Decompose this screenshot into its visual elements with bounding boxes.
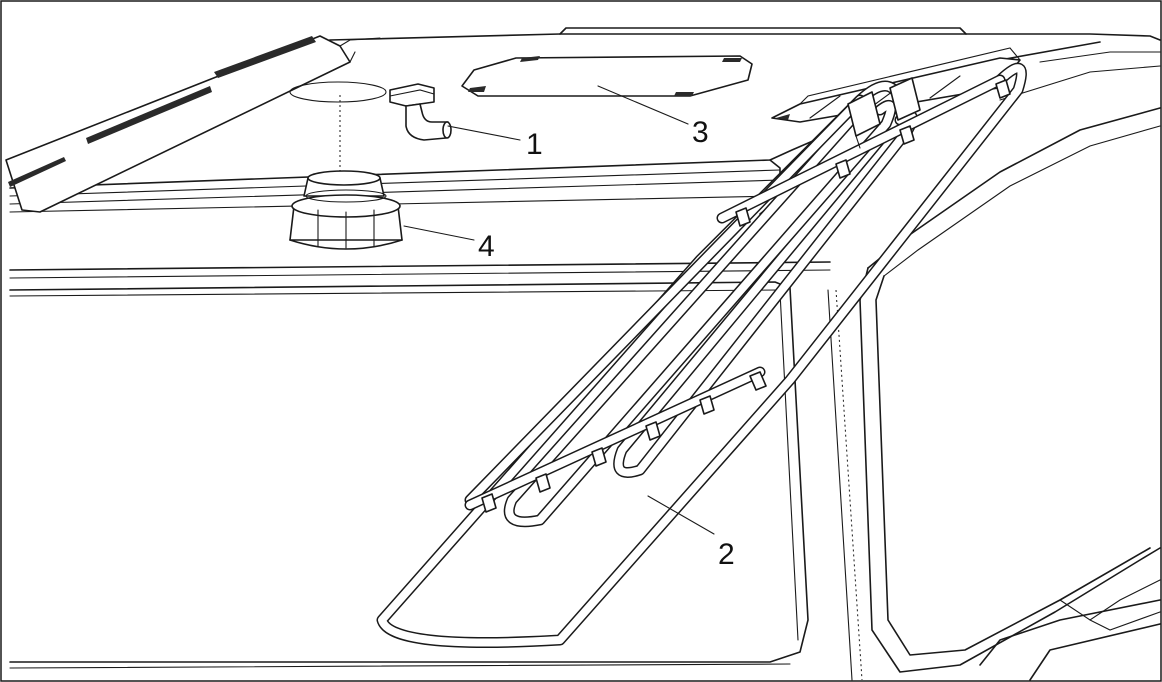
- port-opening: [289, 81, 387, 103]
- louvered-lid: [5, 35, 381, 213]
- leader-lines: [403, 85, 715, 535]
- callout-4: 4: [478, 230, 495, 263]
- threaded-nut: [289, 170, 403, 250]
- elbow-fitting: [389, 83, 452, 141]
- cover-plate: [461, 55, 753, 97]
- callout-2: 2: [718, 538, 735, 571]
- callout-1: 1: [526, 128, 543, 161]
- heating-element: [376, 62, 1027, 648]
- callout-3: 3: [692, 116, 709, 149]
